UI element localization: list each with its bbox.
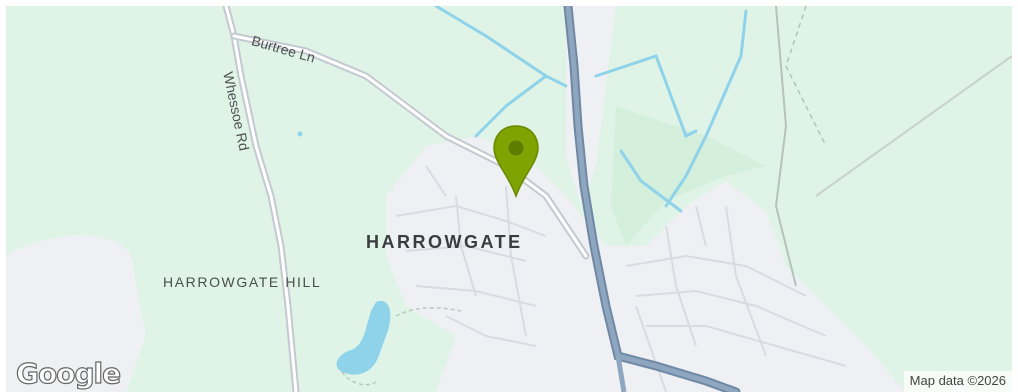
track-northeast xyxy=(815,55,1012,197)
urban-area-harrowgate xyxy=(386,136,906,392)
map-canvas[interactable]: Burtree Ln Whessoe Rd HARROWGATE HARROWG… xyxy=(6,6,1012,392)
reservoir xyxy=(336,300,391,375)
map-attribution[interactable]: Map data ©2026 xyxy=(903,371,1012,392)
motorway-fill xyxy=(565,6,739,392)
road-burtree-fill xyxy=(232,34,588,258)
place-label-harrowgate-hill: HARROWGATE HILL xyxy=(163,274,322,290)
place-label-harrowgate: HARROWGATE xyxy=(366,232,523,252)
reservoir-path xyxy=(341,371,377,386)
road-whessoe-fill xyxy=(224,6,298,392)
pond xyxy=(297,131,303,137)
minor-streets xyxy=(395,165,847,392)
map-layer xyxy=(6,6,1012,392)
footpath-east xyxy=(785,6,827,147)
google-logo[interactable]: Google xyxy=(15,356,121,390)
railway-line xyxy=(774,6,797,287)
urban-area-west xyxy=(6,235,146,392)
footpath-reservoir xyxy=(395,306,462,317)
motorway-spur xyxy=(615,355,627,392)
map-pin-icon[interactable] xyxy=(488,122,544,202)
streams xyxy=(434,6,748,213)
park-east xyxy=(611,106,766,246)
